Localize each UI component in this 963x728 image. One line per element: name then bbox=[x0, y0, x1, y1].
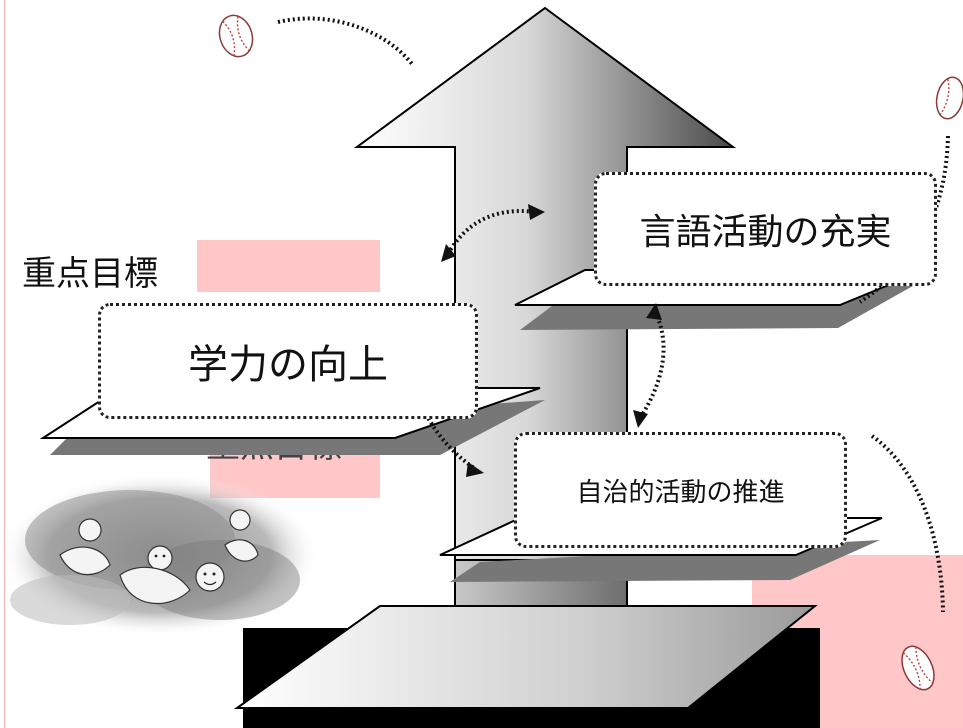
connector-arrow-goal-autonomy bbox=[410, 381, 476, 470]
left-margin-rule bbox=[4, 0, 5, 728]
heading-key-goal: 重点目標 bbox=[22, 254, 158, 294]
children-sketch-image bbox=[0, 473, 320, 637]
baseball-icon bbox=[218, 14, 254, 58]
goal-box-label: 学力の向上 bbox=[188, 342, 388, 388]
language-activity-label: 言語活動の充実 bbox=[639, 212, 892, 253]
language-activity-box: 言語活動の充実 bbox=[594, 172, 937, 286]
autonomous-activity-box: 自治的活動の推進 bbox=[514, 432, 847, 548]
connector-arrow-language-autonomy bbox=[638, 311, 666, 420]
trail-right-lower bbox=[870, 434, 945, 613]
trail-right-upper bbox=[858, 135, 950, 304]
baseball-icon bbox=[935, 76, 963, 120]
pink-block-top bbox=[197, 240, 380, 292]
trail-top bbox=[277, 16, 414, 66]
connector-arrows bbox=[410, 209, 666, 470]
autonomous-activity-label: 自治的活動の推進 bbox=[576, 477, 785, 508]
goal-box: 学力の向上 bbox=[98, 303, 478, 419]
connector-arrow-goal-language bbox=[446, 209, 536, 255]
baseball-icon bbox=[901, 645, 935, 691]
ball-trails bbox=[277, 16, 950, 613]
base-platform bbox=[233, 605, 818, 709]
connector-arrowheads bbox=[405, 204, 662, 477]
